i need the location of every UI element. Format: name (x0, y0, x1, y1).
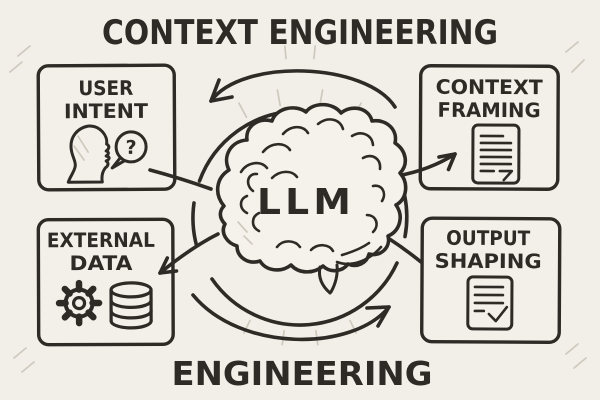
node-output-shaping: OUTPUT SHAPING (420, 216, 562, 345)
document-lines-icon (471, 123, 521, 185)
user-intent-label-line2: INTENT (64, 99, 148, 123)
arrow-llm-to-external-data (158, 232, 220, 275)
brain-icon: LLM (215, 102, 408, 295)
speech-bubble-question-icon: ? (110, 130, 148, 170)
output-shaping-label-line1: OUTPUT (446, 226, 530, 250)
output-shaping-box (420, 216, 562, 345)
title-top: CONTEXT ENGINEERING (102, 13, 498, 53)
connector-user-intent-to-llm (148, 168, 213, 191)
title-bottom: ENGINEERING (172, 354, 433, 393)
question-mark-label: ? (126, 137, 137, 159)
person-talking-icon (66, 124, 111, 184)
external-data-label-line2: DATA (69, 251, 133, 275)
pencil-hatching (9, 41, 587, 373)
brain-stem (318, 263, 339, 295)
external-data-label-line1: EXTERNAL (47, 228, 155, 252)
document-checkmark-icon (466, 275, 514, 331)
node-context-framing: CONTEXT FRAMING (418, 64, 560, 191)
node-external-data: EXTERNAL DATA (36, 217, 175, 347)
database-icon (109, 281, 153, 330)
context-framing-label-line2: FRAMING (438, 98, 541, 122)
cycle-arrow-bottom (191, 293, 391, 342)
gear-icon (55, 279, 103, 327)
llm-label: LLM (257, 182, 355, 223)
connector-llm-to-output-shaping (386, 236, 423, 264)
user-intent-label-line1: USER (78, 76, 133, 100)
brain-folds (239, 118, 386, 253)
context-framing-label-line1: CONTEXT (436, 75, 543, 99)
cycle-arrow-top (209, 69, 397, 109)
node-user-intent: USER INTENT ? (36, 63, 177, 192)
output-shaping-label-line2: SHAPING (435, 249, 542, 274)
brain-cerebellum (335, 241, 383, 266)
